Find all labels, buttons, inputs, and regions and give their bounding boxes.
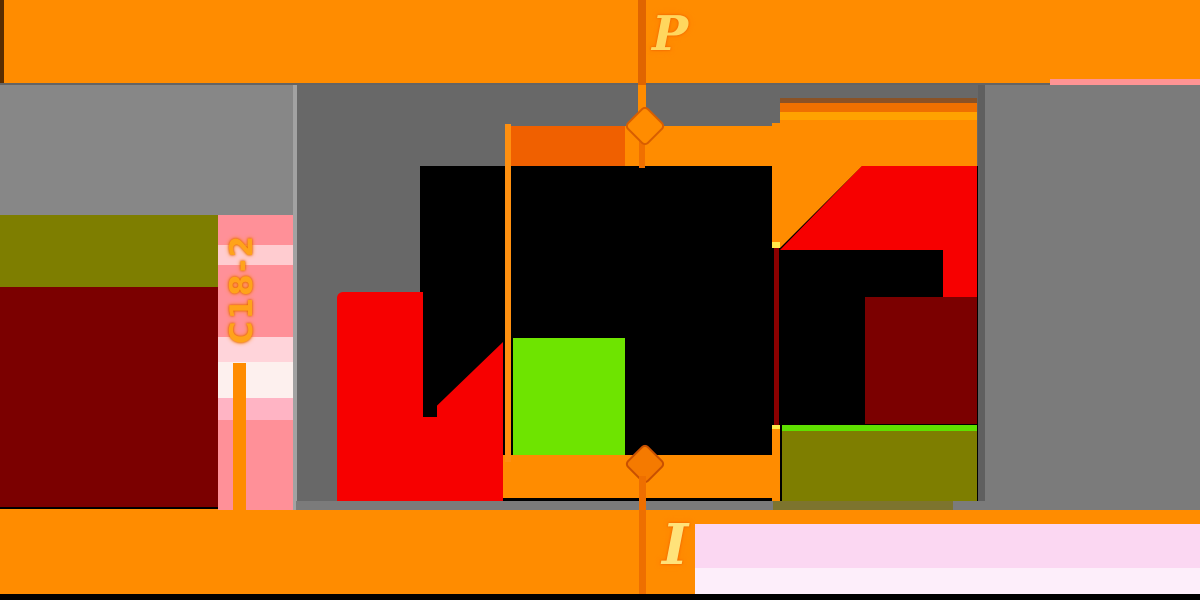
black-rounded-rect bbox=[782, 252, 940, 290]
top-terminal-stem bbox=[638, 85, 646, 115]
pink-stripe-light-band bbox=[218, 398, 293, 420]
pink-stripe-light-band bbox=[218, 362, 293, 398]
bottom-pink-region-lower bbox=[695, 568, 1200, 594]
loop-right-line-top bbox=[772, 123, 780, 244]
bottom-pink-region-upper bbox=[695, 524, 1200, 568]
top-terminal-stem bbox=[639, 140, 645, 168]
right-olive-block bbox=[782, 431, 977, 501]
top-band-bottom-line bbox=[0, 83, 1200, 86]
pink-stripe-light-band bbox=[218, 337, 293, 362]
top-terminal-stem bbox=[638, 0, 646, 85]
yellow-tip bbox=[772, 242, 780, 248]
right-maroon-block bbox=[865, 297, 977, 424]
loop-top-band-right bbox=[780, 98, 977, 166]
left-olive-block bbox=[0, 215, 218, 287]
right-gray-panel bbox=[985, 85, 1200, 501]
pink-stripe-light-band bbox=[218, 245, 293, 265]
left-maroon-block bbox=[0, 287, 218, 507]
rotated-side-label: C18-2 bbox=[224, 233, 260, 345]
loop-right-line-darkred bbox=[774, 248, 779, 425]
loop-top-band-dark bbox=[507, 126, 625, 166]
c18-vertical-line bbox=[233, 363, 246, 510]
yellow-tip bbox=[772, 425, 780, 431]
left-red-arrow-icon bbox=[337, 292, 423, 501]
green-square bbox=[513, 338, 625, 455]
right-panel-divider bbox=[978, 85, 985, 510]
top-terminal-label: P bbox=[652, 6, 689, 62]
bottom-gray-strip bbox=[296, 501, 1200, 510]
top-band-dark-left-edge bbox=[0, 0, 4, 88]
top-orange-band bbox=[0, 0, 1200, 85]
right-green-line bbox=[782, 425, 977, 431]
strip-olive-segment bbox=[773, 501, 953, 510]
top-band-pink-edge bbox=[1050, 79, 1200, 85]
loop-left-line bbox=[505, 124, 511, 462]
left-red-arrow-notch bbox=[423, 417, 437, 501]
bottom-terminal-stem bbox=[639, 476, 646, 594]
bottom-terminal-label: I bbox=[662, 512, 689, 578]
loop-right-line-bottom bbox=[772, 429, 780, 501]
right-red-arrow-lower bbox=[943, 250, 977, 297]
left-panel-divider bbox=[293, 85, 297, 510]
